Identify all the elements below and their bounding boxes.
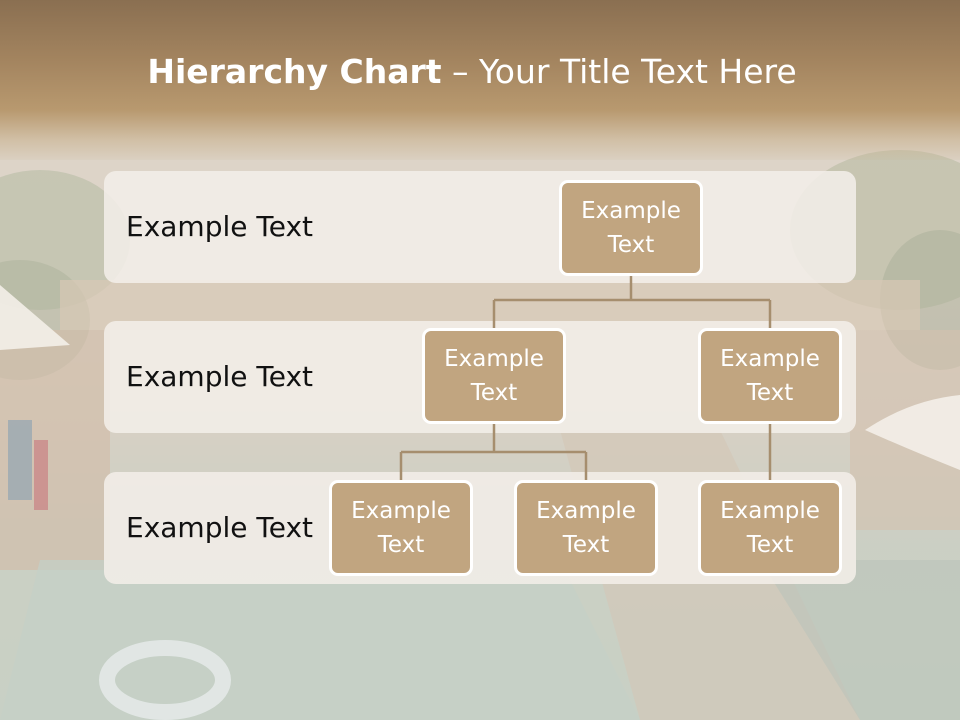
node-level3-left-1[interactable]: Example Text — [329, 480, 473, 576]
node-root[interactable]: Example Text — [559, 180, 703, 276]
connector-root-to-level2 — [492, 274, 772, 329]
node-level2-right-text: Example Text — [720, 346, 820, 406]
node-level3-left-2-text: Example Text — [536, 498, 636, 558]
node-level3-left-1-text: Example Text — [351, 498, 451, 558]
title-bold: Hierarchy Chart — [147, 52, 442, 91]
title-bar — [0, 0, 960, 160]
level-band-1: Example Text — [104, 171, 856, 283]
node-level2-left[interactable]: Example Text — [422, 328, 566, 424]
node-level3-right[interactable]: Example Text — [698, 480, 842, 576]
node-root-text: Example Text — [581, 198, 681, 258]
node-level2-left-text: Example Text — [444, 346, 544, 406]
node-level2-right[interactable]: Example Text — [698, 328, 842, 424]
level-label-1: Example Text — [126, 210, 314, 243]
title-rest: – Your Title Text Here — [441, 52, 797, 91]
slide-title: Hierarchy Chart – Your Title Text Here — [0, 52, 944, 91]
node-level3-right-text: Example Text — [720, 498, 820, 558]
level-label-2: Example Text — [126, 360, 314, 393]
connector-left-to-children — [399, 422, 588, 481]
level-label-3: Example Text — [126, 511, 314, 544]
node-level3-left-2[interactable]: Example Text — [514, 480, 658, 576]
